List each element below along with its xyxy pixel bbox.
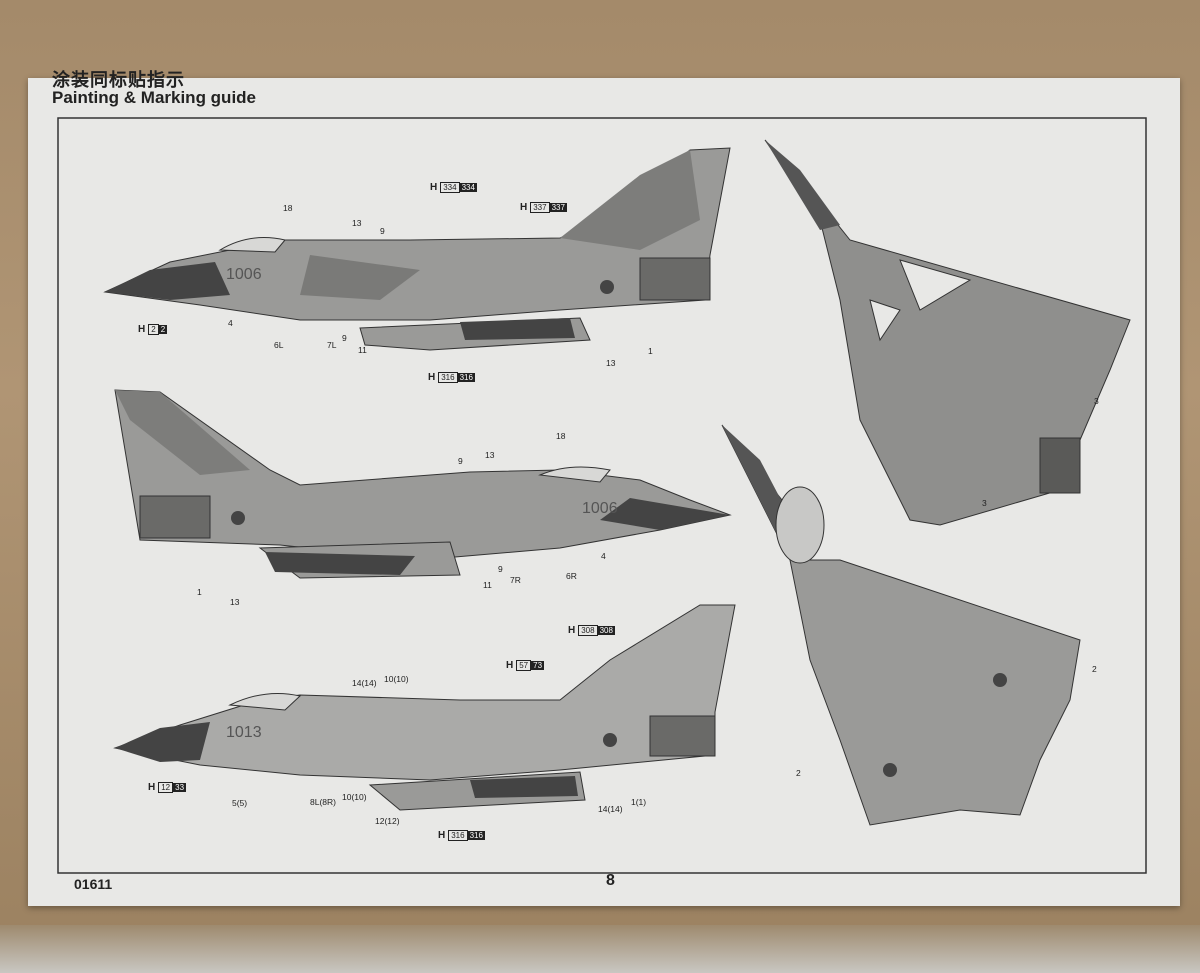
callout-label: 9 bbox=[458, 456, 463, 466]
callout-label: 4 bbox=[228, 318, 233, 328]
callout-label: 18 bbox=[556, 431, 566, 441]
callout-label: 8L(8R) bbox=[310, 797, 336, 807]
side-view-1 bbox=[103, 147, 731, 351]
callout-label: 14(14) bbox=[598, 804, 623, 814]
callout-label: 6R bbox=[566, 571, 577, 581]
callout-label: 13 bbox=[485, 450, 495, 460]
callout-label: 9 bbox=[498, 564, 503, 574]
callout-label: 11 bbox=[483, 580, 492, 590]
callout-label: 2 bbox=[1092, 664, 1097, 674]
box-edge bbox=[0, 925, 1200, 973]
callout-label: 1(1) bbox=[631, 797, 647, 807]
callout-label: 4 bbox=[601, 551, 606, 561]
callout-label: 11 bbox=[358, 345, 367, 355]
top-view bbox=[764, 139, 1131, 526]
callout-label: 13 bbox=[352, 218, 362, 228]
aircraft-number: 1006 bbox=[582, 500, 618, 517]
callout-label: 3 bbox=[1094, 396, 1099, 406]
aircraft-number: 1006 bbox=[226, 266, 262, 283]
callout-label: 1 bbox=[648, 346, 653, 356]
callout-label: 13 bbox=[230, 597, 240, 607]
callout-label: 9 bbox=[342, 333, 347, 343]
side-view-3 bbox=[113, 604, 736, 811]
page-number: 8 bbox=[606, 872, 615, 889]
callout-label: 13 bbox=[606, 358, 616, 368]
callout-label: 7L bbox=[327, 340, 337, 350]
callout-label: 6L bbox=[274, 340, 284, 350]
callout-label: 2 bbox=[796, 768, 801, 778]
callout-label: 9 bbox=[380, 226, 385, 236]
bottom-view bbox=[721, 424, 1081, 826]
side-view-2 bbox=[114, 389, 732, 579]
callout-label: 7R bbox=[510, 575, 521, 585]
callout-label: 18 bbox=[283, 203, 293, 213]
callout-label: 12(12) bbox=[375, 816, 400, 826]
kit-code: 01611 bbox=[74, 876, 113, 892]
title-chinese: 涂装同标贴指示 bbox=[52, 70, 185, 91]
aircraft-number: 1013 bbox=[226, 724, 262, 741]
callout-label: 10(10) bbox=[342, 792, 367, 802]
callout-label: 10(10) bbox=[384, 674, 409, 684]
callout-label: 14(14) bbox=[352, 678, 377, 688]
title-english: Painting & Marking guide bbox=[52, 88, 257, 107]
callout-label: 3 bbox=[982, 498, 987, 508]
callout-label: 1 bbox=[197, 587, 202, 597]
callout-label: 5(5) bbox=[232, 798, 248, 808]
